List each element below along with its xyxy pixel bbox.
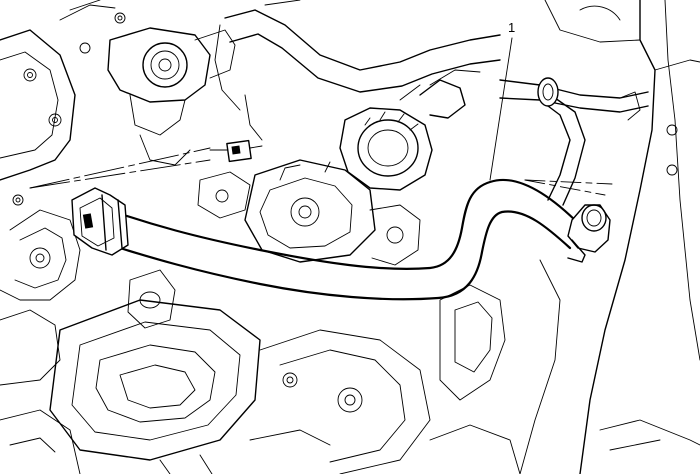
heater-hose[interactable] — [71, 178, 611, 301]
actuator-assembly — [107, 27, 236, 166]
callout-1-label: 1 — [508, 20, 515, 35]
indicator-lines — [29, 147, 613, 196]
right-frame — [499, 0, 700, 474]
engine-block — [0, 0, 126, 386]
callout-1-leader — [489, 37, 513, 181]
callout-1: 1 — [489, 20, 515, 181]
upper-tube — [214, 0, 501, 141]
center-assembly — [197, 69, 481, 266]
wire-connector — [209, 139, 263, 163]
lower-engine — [0, 269, 521, 474]
